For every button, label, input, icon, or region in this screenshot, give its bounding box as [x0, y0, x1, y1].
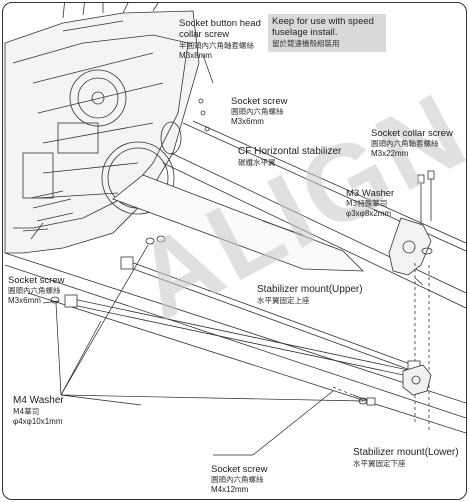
button-head-screw-label-1: Socket button head [179, 18, 261, 29]
fuselage-rails [4, 252, 466, 434]
mount-lower-zh: 水平翼固定下座 [353, 459, 406, 468]
button-head-screw-label-2: collar screw [179, 29, 230, 40]
cf-stabilizer-zh: 碳纖水平翼 [238, 158, 276, 167]
support-rods [64, 256, 421, 378]
stabilizer-mount-lower [402, 364, 432, 396]
socket-screw-bottom-size: M4x12mm [211, 485, 249, 494]
socket-collar-screw-size: M3x22mm [371, 149, 409, 158]
note-line-1: Keep for use with speed [272, 16, 374, 27]
mount-lower-label: Stabilizer mount(Lower) [353, 447, 459, 458]
socket-collar-screw-label: Socket collar screw [371, 128, 453, 139]
stabilizer-mount-upper [388, 217, 432, 286]
note-line-3: 留於競速機殼組裝用 [272, 39, 340, 48]
leader-lines [30, 54, 364, 456]
assembly-drawing [4, 3, 466, 456]
m4-washer-size: φ4xφ10x1mm [13, 417, 63, 426]
mount-upper-zh: 水平翼固定上座 [257, 296, 310, 305]
socket-screw-top-zh: 圓頭內六角螺絲 [231, 107, 284, 116]
socket-screw-top-label: Socket screw [231, 96, 288, 107]
button-head-screw-size: M3x8mm [179, 51, 212, 60]
m4-washer-zh: M4華司 [13, 407, 40, 416]
m3-washer-size: φ3xφ8x2mm [346, 209, 392, 218]
mount-upper-label: Stabilizer mount(Upper) [257, 284, 363, 295]
socket-collar-screw-zh: 圓頭內六角軸套螺絲 [371, 139, 439, 148]
tail-boom [160, 120, 466, 309]
socket-screw-bottom-zh: 圓頭內六角螺絲 [211, 475, 264, 484]
socket-screw-left-label: Socket screw [8, 275, 65, 286]
socket-screw-top-size: M3x6mm [231, 117, 264, 126]
cf-stabilizer-label: CF Horizontal stabilizer [238, 146, 342, 157]
note-line-2: fuselage install. [272, 27, 338, 38]
left-screws [22, 98, 210, 304]
m4-washer-label: M4 Washer [13, 395, 64, 406]
socket-screw-left-size: M3x6mm [8, 296, 41, 305]
m3-washer-label: M3 Washer [346, 188, 395, 199]
helicopter-frame [4, 3, 200, 254]
socket-screw-bottom-label: Socket screw [211, 464, 268, 475]
stabilizer-blade [112, 174, 364, 272]
collar-screws [414, 170, 435, 433]
socket-screw-left-zh: 圓頭內六角螺絲 [8, 286, 61, 295]
button-head-screw-zh: 半圓頭內六角軸套螺絲 [179, 41, 254, 50]
m3-washer-zh: M3特殊華司 [346, 199, 388, 208]
speed-fuselage-note: Keep for use with speed fuselage install… [268, 14, 386, 52]
bottom-screw [332, 386, 376, 406]
